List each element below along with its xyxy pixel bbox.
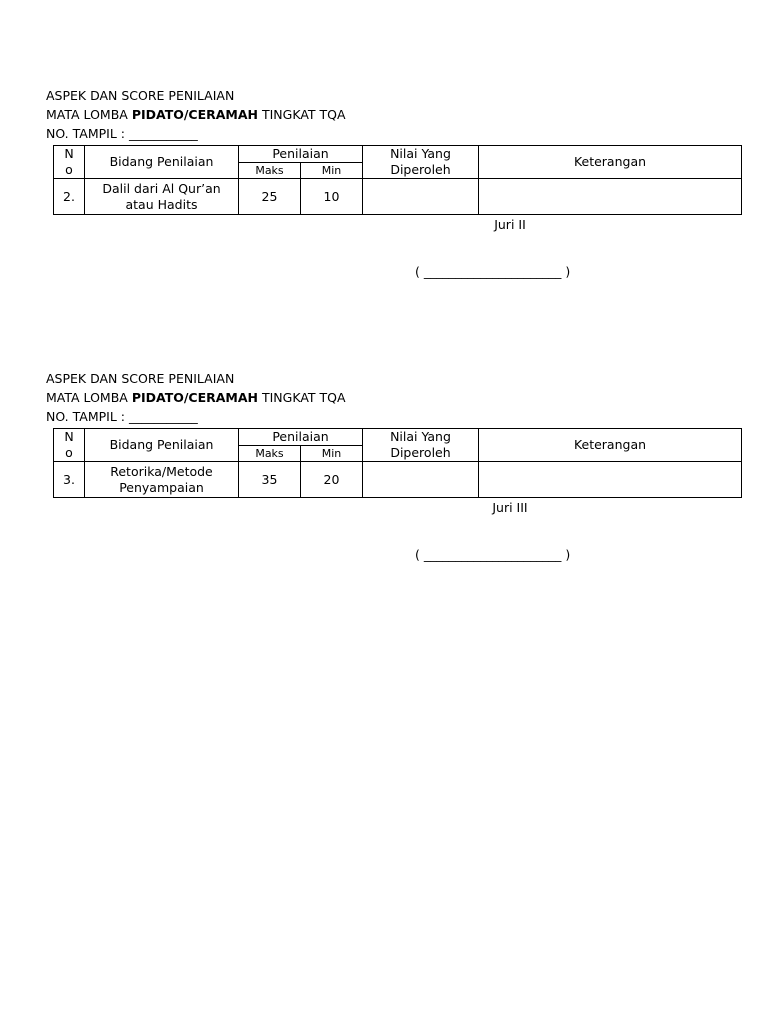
- header-bidang-penilaian: Bidang Penilaian: [84, 145, 239, 179]
- cell-nilai[interactable]: [362, 178, 479, 215]
- mata-lomba-suffix: TINGKAT TQA: [258, 107, 346, 122]
- no-tampil: NO. TAMPIL : ___________: [46, 409, 198, 424]
- cell-no: 2.: [53, 178, 85, 215]
- header-penilaian: Penilaian: [238, 428, 363, 446]
- mata-lomba-prefix: MATA LOMBA: [46, 107, 132, 122]
- cell-nilai[interactable]: [362, 461, 479, 498]
- mata-lomba-line: MATA LOMBA PIDATO/CERAMAH TINGKAT TQA: [46, 390, 346, 406]
- mata-lomba-suffix: TINGKAT TQA: [258, 390, 346, 405]
- cell-no: 3.: [53, 461, 85, 498]
- cell-maks: 35: [238, 461, 301, 498]
- cell-min: 10: [300, 178, 363, 215]
- header-bidang-penilaian: Bidang Penilaian: [84, 428, 239, 462]
- header-keterangan: Keterangan: [478, 145, 742, 179]
- juri-label: Juri III: [492, 500, 528, 515]
- form-heading: ASPEK DAN SCORE PENILAIAN: [46, 371, 235, 386]
- cell-keterangan[interactable]: [478, 178, 742, 215]
- header-nilai-yang-diperoleh: Nilai Yang Diperoleh: [362, 145, 479, 179]
- mata-lomba-name: PIDATO/CERAMAH: [131, 390, 259, 405]
- score-table: N o Bidang Penilaian Penilaian Nilai Yan…: [53, 428, 742, 498]
- table-row: 2. Dalil dari Al Qur’an atau Hadits 25 1…: [53, 178, 742, 215]
- header-maks: Maks: [238, 162, 301, 179]
- mata-lomba-line: MATA LOMBA PIDATO/CERAMAH TINGKAT TQA: [46, 107, 346, 123]
- juri-label: Juri II: [494, 217, 526, 232]
- header-penilaian: Penilaian: [238, 145, 363, 163]
- cell-min: 20: [300, 461, 363, 498]
- table-row: 3. Retorika/Metode Penyampaian 35 20: [53, 461, 742, 498]
- no-tampil: NO. TAMPIL : ___________: [46, 126, 198, 141]
- signature-line: ( ______________________ ): [415, 264, 571, 279]
- header-min: Min: [300, 162, 363, 179]
- header-min: Min: [300, 445, 363, 462]
- header-keterangan: Keterangan: [478, 428, 742, 462]
- signature-line: ( ______________________ ): [415, 547, 571, 562]
- header-maks: Maks: [238, 445, 301, 462]
- header-no: N o: [53, 145, 85, 179]
- mata-lomba-prefix: MATA LOMBA: [46, 390, 132, 405]
- cell-keterangan[interactable]: [478, 461, 742, 498]
- form-heading: ASPEK DAN SCORE PENILAIAN: [46, 88, 235, 103]
- header-no: N o: [53, 428, 85, 462]
- cell-maks: 25: [238, 178, 301, 215]
- mata-lomba-name: PIDATO/CERAMAH: [131, 107, 259, 122]
- cell-bidang: Retorika/Metode Penyampaian: [84, 461, 239, 498]
- score-table: N o Bidang Penilaian Penilaian Nilai Yan…: [53, 145, 742, 215]
- cell-bidang: Dalil dari Al Qur’an atau Hadits: [84, 178, 239, 215]
- header-nilai-yang-diperoleh: Nilai Yang Diperoleh: [362, 428, 479, 462]
